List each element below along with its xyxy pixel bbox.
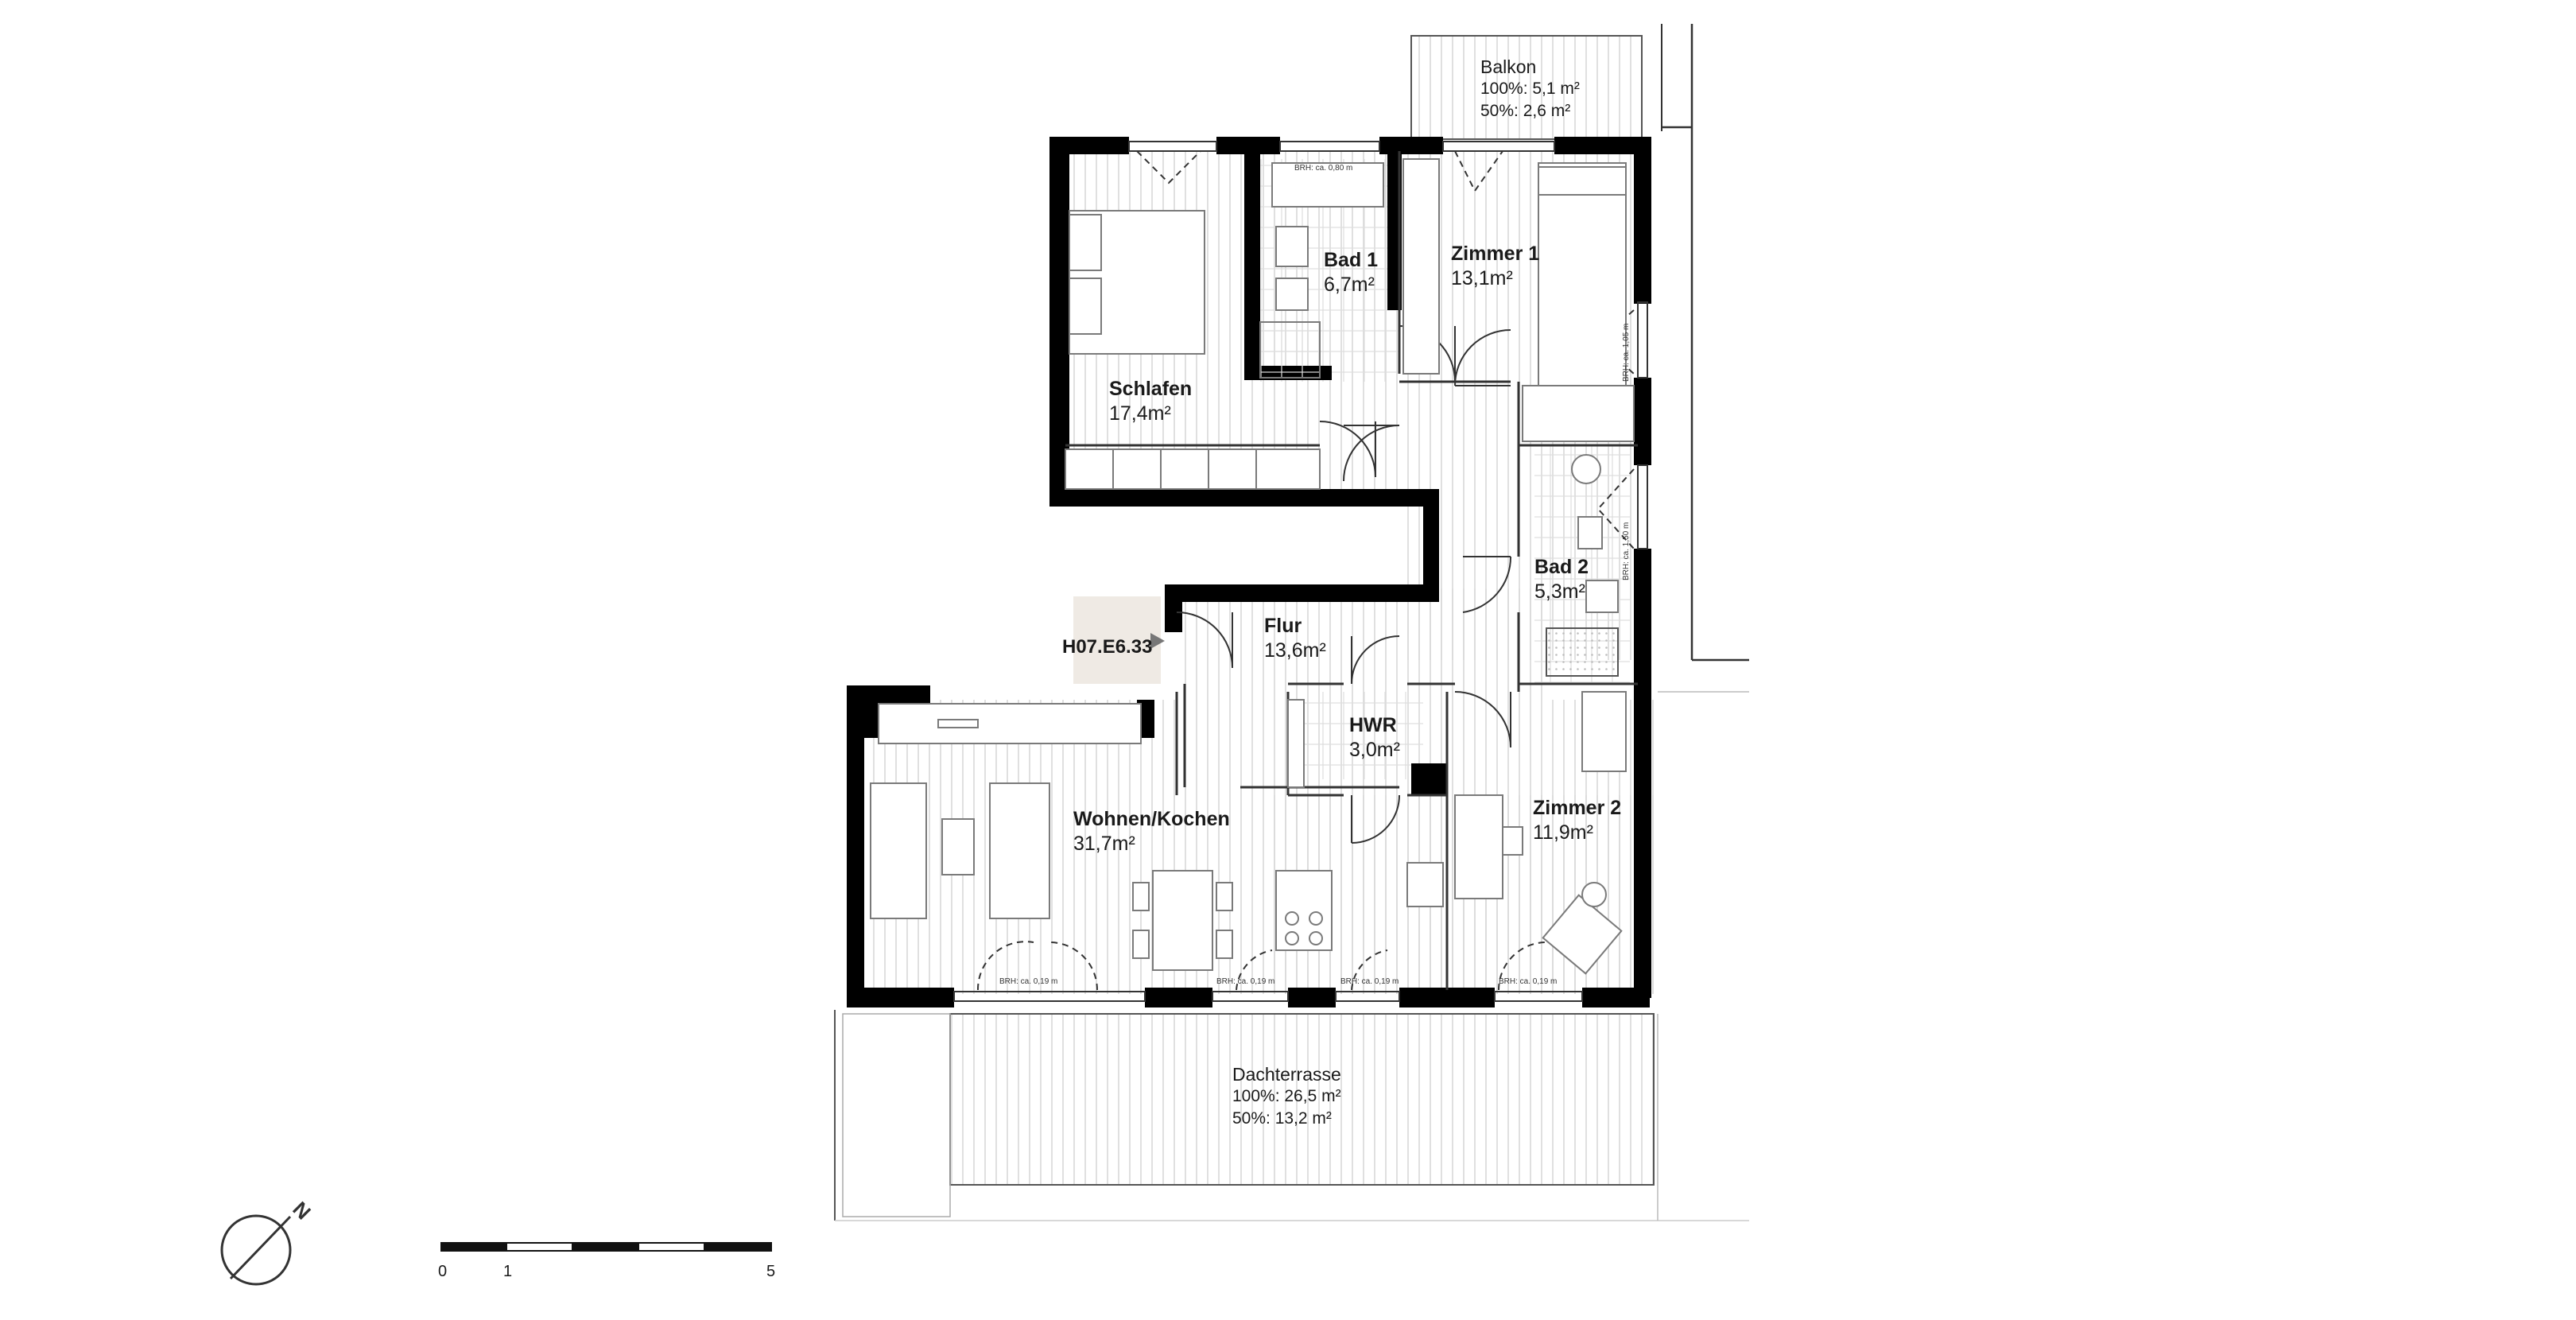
room-label-zimmer2: Zimmer 2 11,9m² bbox=[1533, 796, 1621, 845]
neighbour-outline bbox=[1661, 24, 1749, 662]
scale-tick-0: 0 bbox=[438, 1263, 448, 1280]
room-area: 31,7m² bbox=[1073, 833, 1135, 855]
unit-id: H07.E6.33 bbox=[1062, 636, 1153, 658]
scale-bar bbox=[440, 1242, 772, 1252]
room-name: Schlafen bbox=[1109, 378, 1193, 400]
balkon-area-full: 100%: 5,1 m² bbox=[1480, 80, 1580, 98]
furniture bbox=[870, 158, 1635, 975]
room-name: Bad 1 bbox=[1324, 249, 1379, 271]
dachterrasse-label: Dachterrasse 100%: 26,5 m² 50%: 13,2 m² bbox=[1232, 1063, 1341, 1130]
room-label-hwr: HWR 3,0m² bbox=[1349, 713, 1400, 763]
room-area: 17,4m² bbox=[1109, 402, 1171, 425]
sill-note-bad2: BRH: ca. 1,50 m bbox=[1622, 522, 1631, 580]
room-name: Flur bbox=[1264, 615, 1302, 637]
room-label-wohnen: Wohnen/Kochen 31,7m² bbox=[1073, 807, 1230, 856]
sill-note-terrace-4: BRH: ca. 0,19 m bbox=[1499, 977, 1558, 986]
unit-tag-bg bbox=[1073, 596, 1161, 684]
room-name: Bad 2 bbox=[1534, 556, 1589, 578]
balkon bbox=[1410, 35, 1643, 140]
room-label-zimmer1: Zimmer 1 13,1m² bbox=[1451, 242, 1539, 291]
room-label-bad2: Bad 2 5,3m² bbox=[1534, 555, 1589, 604]
scale-tick-5: 5 bbox=[766, 1263, 776, 1280]
room-label-flur: Flur 13,6m² bbox=[1264, 614, 1326, 663]
dachterrasse-area-half: 50%: 13,2 m² bbox=[1232, 1109, 1332, 1128]
room-name: Zimmer 2 bbox=[1533, 797, 1622, 819]
sill-note-terrace-3: BRH: ca. 0,19 m bbox=[1340, 977, 1399, 986]
room-name: HWR bbox=[1349, 714, 1397, 736]
sill-note-bad1: BRH: ca. 0,80 m bbox=[1294, 164, 1353, 173]
sill-note-zimmer1: BRH: ca. 1,05 m bbox=[1622, 323, 1631, 382]
room-area: 13,1m² bbox=[1451, 267, 1513, 289]
room-area: 3,0m² bbox=[1349, 739, 1400, 761]
entrance-arrow-icon bbox=[1150, 633, 1165, 649]
balkon-area-half: 50%: 2,6 m² bbox=[1480, 102, 1571, 120]
room-area: 6,7m² bbox=[1324, 274, 1375, 296]
scale-tick-1: 1 bbox=[503, 1263, 513, 1280]
dachterrasse bbox=[834, 691, 1749, 1221]
room-label-bad1: Bad 1 6,7m² bbox=[1324, 248, 1378, 297]
room-area: 5,3m² bbox=[1534, 580, 1585, 603]
dachterrasse-area-full: 100%: 26,5 m² bbox=[1232, 1087, 1341, 1105]
room-name: Zimmer 1 bbox=[1451, 243, 1540, 265]
north-arrow bbox=[220, 1214, 292, 1286]
room-area: 13,6m² bbox=[1264, 639, 1326, 662]
dachterrasse-name: Dachterrasse bbox=[1232, 1064, 1341, 1085]
sill-note-terrace-1: BRH: ca. 0,19 m bbox=[999, 977, 1058, 986]
room-label-schlafen: Schlafen 17,4m² bbox=[1109, 377, 1192, 426]
north-label: N bbox=[288, 1197, 315, 1224]
sill-note-terrace-2: BRH: ca. 0,19 m bbox=[1216, 977, 1275, 986]
room-name: Wohnen/Kochen bbox=[1073, 808, 1230, 830]
windows bbox=[953, 141, 1648, 1002]
balkon-name: Balkon bbox=[1480, 56, 1537, 77]
balkon-label: Balkon 100%: 5,1 m² 50%: 2,6 m² bbox=[1480, 56, 1580, 122]
room-area: 11,9m² bbox=[1533, 821, 1593, 844]
